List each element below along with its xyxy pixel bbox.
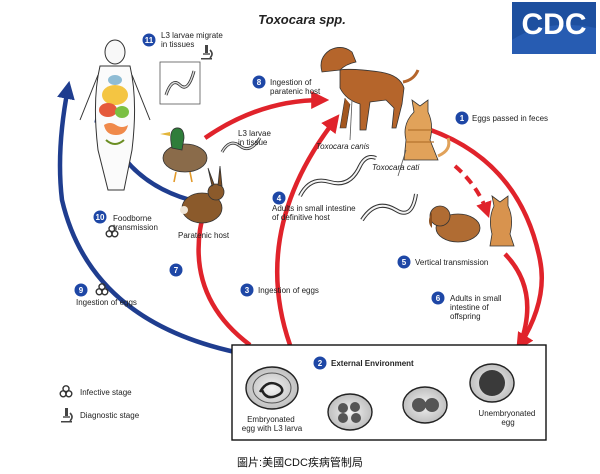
step-9-badge: [74, 283, 88, 297]
dog-illustration: [320, 47, 420, 131]
step-5-badge: [397, 255, 411, 269]
arrow-vertical-transmission: [453, 164, 492, 219]
step-1-number: 1: [460, 114, 465, 123]
label-l3-larvae-tissue: L3 larvae in tissue: [238, 129, 273, 147]
arrow-paratenic-to-definitive-host: [203, 91, 330, 140]
step-7-number: 7: [174, 266, 179, 275]
step-6-badge: [431, 291, 445, 305]
step-3-label: Ingestion of eggs: [258, 286, 319, 295]
egg-embryonated: [245, 366, 299, 410]
rabbit-illustration: [180, 165, 225, 224]
human-figure-illustration: [79, 39, 151, 191]
label-toxocara-canis: Toxocara canis: [316, 142, 370, 151]
step-9-number: 9: [79, 286, 84, 295]
step-5-number: 5: [402, 258, 407, 267]
larva-in-tissue-image: [220, 137, 262, 153]
kitten-illustration: [489, 195, 515, 247]
label-unembryonated-egg: Unembryonated egg: [478, 409, 537, 427]
step-2: 2 External Environment: [313, 356, 414, 370]
step-3: 3 Ingestion of eggs: [240, 283, 319, 297]
step-1: 1 Eggs passed in feces: [455, 111, 548, 125]
step-10-badge: [93, 210, 107, 224]
cdc-logo-text: CDC: [522, 8, 587, 41]
egg-developing-2: [327, 393, 373, 431]
step-2-label: External Environment: [331, 359, 414, 368]
legend-infective-label: Infective stage: [80, 388, 132, 397]
duck-illustration: [160, 127, 208, 183]
step-7-badge: [169, 263, 183, 277]
label-paratenic-host: Paratenic host: [178, 231, 230, 240]
legend: Infective stage Diagnostic stage: [59, 385, 140, 424]
step-1-badge: [455, 111, 469, 125]
puppy-illustration: [429, 205, 481, 243]
step-2-badge: [313, 356, 327, 370]
step-5-label: Vertical transmission: [415, 258, 488, 267]
step-11-number: 11: [145, 36, 154, 45]
cdc-logo: CDC: [512, 2, 596, 54]
legend-infective-icon: [59, 385, 73, 398]
step-8-badge: [252, 75, 266, 89]
step-11-badge: [142, 33, 156, 47]
arrow-offspring-to-environment: [503, 252, 530, 346]
l3-larva-image: [159, 61, 201, 105]
step-4-badge: [272, 191, 286, 205]
diagnostic-stage-icon-step11: [200, 44, 213, 61]
arrow-eggs-to-environment: [424, 125, 545, 352]
egg-developing-1: [402, 386, 448, 424]
step-2-number: 2: [318, 359, 323, 368]
egg-unembryonated: [469, 363, 515, 403]
label-toxocara-cati: Toxocara cati: [372, 163, 420, 172]
legend-diagnostic-icon: [60, 407, 73, 424]
step-5: 5 Vertical transmission: [397, 255, 488, 269]
step-6-number: 6: [436, 294, 441, 303]
step-10-number: 10: [96, 213, 105, 222]
step-1-label: Eggs passed in feces: [472, 114, 548, 123]
image-caption: 圖片:美國CDC疾病管制局: [237, 455, 363, 469]
step-3-badge: [240, 283, 254, 297]
arrow-environment-to-definitive-host: [274, 114, 340, 346]
step-7: 7: [169, 263, 183, 277]
adult-worms-illustration: [298, 99, 418, 222]
step-labels-layer: 1 Eggs passed in feces 2 External Environme…: [74, 31, 548, 370]
step-9-label: Ingestion of eggs: [76, 298, 137, 307]
label-embryonated-egg: Embryonated egg with L3 larva: [242, 415, 303, 433]
step-8-number: 8: [257, 78, 262, 87]
step-4-number: 4: [277, 194, 282, 203]
diagram-title: Toxocara spp.: [258, 12, 346, 27]
arrow-environment-to-human: [57, 80, 236, 355]
step-3-number: 3: [245, 286, 250, 295]
legend-diagnostic-label: Diagnostic stage: [80, 411, 140, 420]
cat-illustration: [403, 99, 451, 161]
